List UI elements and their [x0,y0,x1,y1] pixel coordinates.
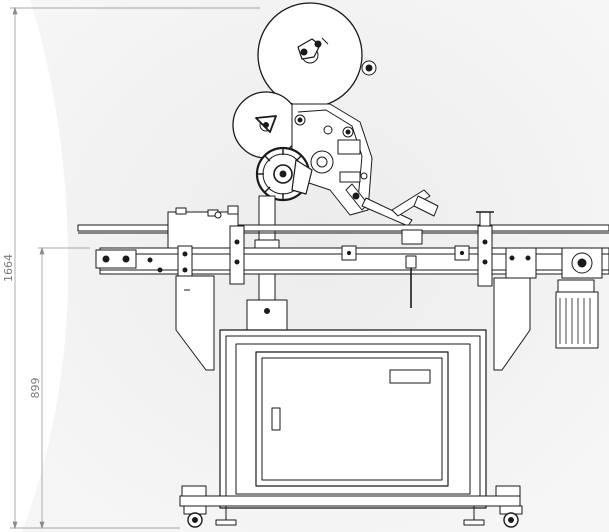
side-frame-left [175,275,215,371]
conveyor-left-end [95,249,163,273]
guide-bracket-right [477,225,537,287]
drive-wheel [255,146,313,202]
dimension-overall-height [10,6,260,530]
base-frame [179,485,521,507]
caster-left [183,505,207,528]
drive-motor [555,247,603,349]
dimension-conveyor-height [38,246,90,530]
guide-bracket-center [341,229,470,308]
side-frame-right [493,277,531,371]
cabinet-door-handle [271,407,281,431]
tension-roller-top [361,60,377,76]
conveyor-height-label: 899 [29,378,42,399]
guide-bracket-left [177,225,245,285]
cabinet [219,329,487,509]
peel-plate-arm [361,189,439,227]
overall-height-label: 1664 [2,254,15,282]
leveling-foot-right [463,506,485,526]
cabinet-nameplate [389,369,431,384]
applicator-housing [291,103,373,216]
caster-right [499,505,523,528]
label-supply-reel [257,2,363,108]
leveling-foot-left [215,506,237,526]
